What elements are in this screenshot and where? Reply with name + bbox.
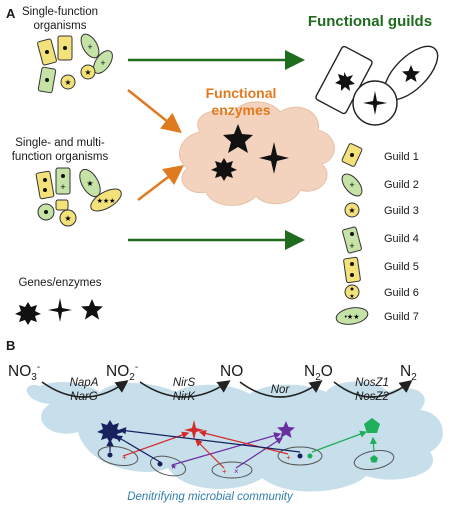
functional-guild-shapes: [315, 45, 439, 126]
functional-guilds-title: Functional guilds: [308, 13, 432, 30]
svg-text:★: ★: [349, 293, 354, 300]
genes-enzymes-label: Genes/enzymes: [18, 277, 101, 289]
genes-enzymes-symbols: [15, 298, 103, 325]
enzyme-nosz1: NosZ1: [355, 377, 389, 389]
n2o-label: N2O: [304, 363, 333, 383]
guild-5-label: Guild 5: [384, 261, 419, 273]
functional-enzymes-label-line2: enzymes: [211, 102, 270, 118]
enzyme-napa: NapA: [70, 377, 99, 389]
enzyme-narg: NarG: [70, 391, 98, 403]
guild-1-label: Guild 1: [384, 151, 419, 163]
guild-7-label: Guild 7: [384, 311, 419, 323]
orange-arrow-bottom: [137, 164, 184, 201]
community-arrows: [106, 427, 378, 469]
guild-2-label: Guild 2: [384, 179, 419, 191]
svg-text:×: ×: [234, 467, 239, 476]
svg-text:★: ★: [86, 179, 93, 188]
guild-6-label: Guild 6: [384, 287, 419, 299]
svg-text:+: +: [286, 453, 291, 462]
no2-label: NO2-: [106, 362, 138, 383]
svg-text:+: +: [349, 180, 354, 190]
svg-text:+: +: [222, 467, 227, 476]
single-function-label-line2: organisms: [33, 20, 86, 32]
enzyme-nosz2: NosZ2: [355, 391, 389, 403]
reaction-arrows: [41, 380, 413, 398]
no-label: NO: [220, 363, 243, 380]
enzyme-cloud-symbols: [211, 124, 289, 181]
multi-function-cluster: + ★ ★★★ ★: [35, 167, 122, 227]
svg-text:★: ★: [170, 462, 177, 471]
svg-text:★: ★: [348, 206, 355, 215]
single-function-cluster: + + ★ ★: [37, 33, 113, 94]
svg-text:★: ★: [64, 214, 71, 223]
guild-4-label: Guild 4: [384, 233, 419, 245]
svg-text:★: ★: [64, 78, 71, 87]
svg-text:•★★: •★★: [344, 313, 359, 321]
guild-labels: Guild 1 Guild 2 Guild 3 Guild 4 Guild 5 …: [384, 151, 419, 323]
svg-text:+: +: [87, 42, 92, 52]
multi-function-label-line1: Single- and multi-: [15, 137, 105, 149]
functional-enzymes-label-line1: Functional: [206, 85, 277, 101]
svg-text:+: +: [122, 453, 127, 462]
enzyme-nirs: NirS: [173, 377, 196, 389]
functional-enzymes-cloud: [178, 101, 335, 206]
guild-3-label: Guild 3: [384, 205, 419, 217]
svg-text:+: +: [349, 241, 354, 251]
community-cloud: [26, 381, 443, 492]
orange-arrow-top: [127, 89, 182, 134]
community-cells: + ★ + × +: [97, 445, 395, 479]
svg-text:★: ★: [84, 68, 91, 77]
svg-text:★★★: ★★★: [97, 197, 116, 205]
panel-b-label: B: [6, 338, 15, 353]
enzyme-nirk: NirK: [173, 391, 197, 403]
n2-label: N2: [400, 363, 417, 383]
multi-function-label-line2: function organisms: [12, 151, 109, 163]
svg-text:+: +: [60, 182, 65, 192]
compound-labels: NO3- NO2- NO N2O N2: [8, 362, 417, 383]
panel-a-label: A: [6, 6, 16, 21]
enzyme-nor: Nor: [271, 384, 291, 396]
single-function-label-line1: Single-function: [22, 6, 98, 18]
no3-label: NO3-: [8, 362, 40, 383]
guild-icons: + ★ + ★ •★★: [335, 143, 369, 325]
community-label: Denitrifying microbial community: [127, 491, 294, 503]
svg-text:+: +: [100, 58, 105, 68]
